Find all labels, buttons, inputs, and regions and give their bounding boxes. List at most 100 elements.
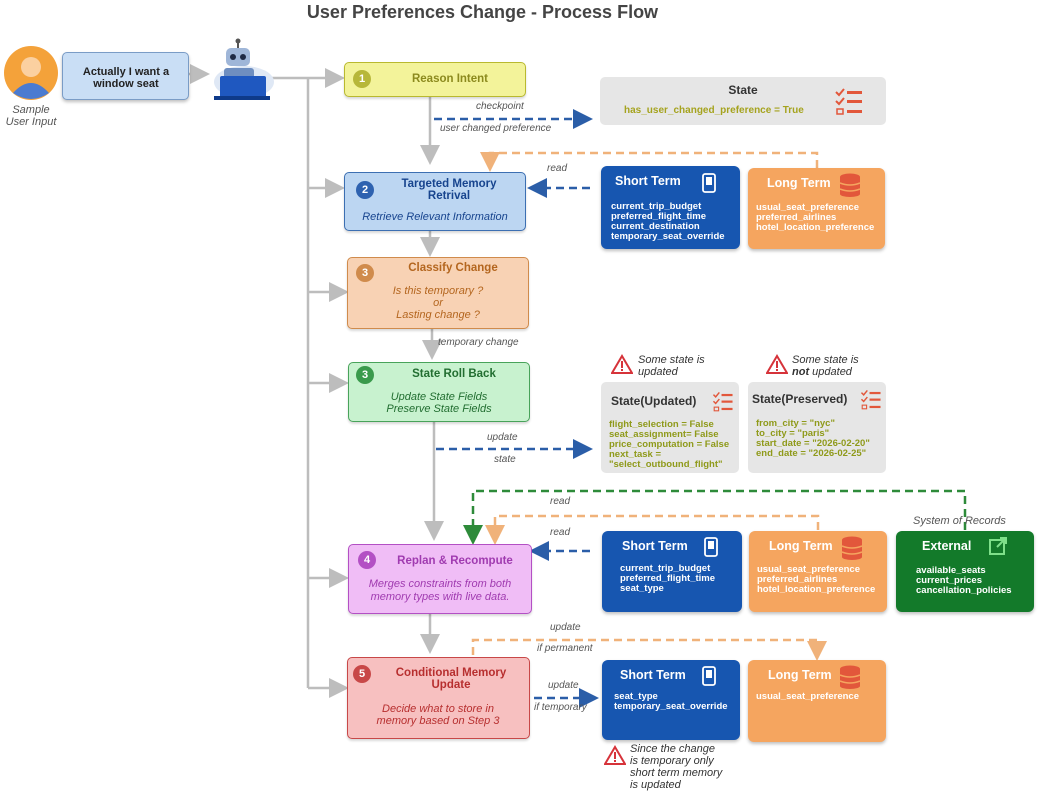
warning-line-rest: updated bbox=[809, 366, 852, 378]
short-term-memory-1: Short Term current_trip_budget preferred… bbox=[601, 166, 740, 249]
state-preserved-box: State(Preserved) from_city = "nyc" to_ci… bbox=[748, 382, 886, 473]
external-items: available_seats current_prices cancellat… bbox=[916, 566, 1012, 596]
if-temporary-label: if temporary bbox=[534, 702, 587, 713]
short-term-items: current_trip_budget preferred_flight_tim… bbox=[620, 564, 715, 594]
long-term-read-arrow-2 bbox=[485, 514, 820, 545]
step-title: Classify Change bbox=[408, 262, 498, 274]
user-speech-text: Actually I want a window seat bbox=[82, 66, 170, 90]
phone-icon bbox=[702, 173, 716, 193]
state-updated-title: State(Updated) bbox=[611, 394, 697, 408]
memory-item: hotel_location_preference bbox=[756, 222, 875, 233]
short-term-title: Short Term bbox=[615, 174, 681, 188]
step-number: 2 bbox=[356, 181, 374, 199]
update-permanent-arrow bbox=[471, 638, 827, 661]
temporary-change-label: temporary change bbox=[438, 337, 519, 348]
long-term-memory-3: Long Term usual_seat_preference bbox=[748, 660, 886, 742]
warning-not: not bbox=[792, 366, 810, 378]
state-item: end_date = "2026-02-25" bbox=[756, 448, 867, 459]
step-state-roll-back: 3 State Roll Back Update State Fields Pr… bbox=[348, 362, 530, 422]
step-title: State Roll Back bbox=[412, 368, 496, 380]
external-read-arrow bbox=[463, 489, 967, 545]
step-number: 3 bbox=[356, 264, 374, 282]
warning-line: Since the change bbox=[630, 743, 716, 755]
long-term-title: Long Term bbox=[769, 539, 833, 553]
warning-not-updated: Some state is not updated bbox=[792, 354, 859, 378]
state-updated-box: State(Updated) flight_selection = False … bbox=[601, 382, 739, 473]
database-icon bbox=[839, 173, 861, 197]
read-label-orange: read bbox=[550, 527, 571, 538]
warning-line: Some state is bbox=[638, 354, 705, 366]
checklist-icon bbox=[835, 88, 862, 115]
external-link-icon bbox=[989, 537, 1007, 555]
long-term-memory-2: Long Term usual_seat_preference preferre… bbox=[749, 531, 887, 612]
memory-item: seat_type bbox=[620, 583, 664, 594]
step-subtitle-2: Lasting change ? bbox=[396, 309, 480, 321]
short-term-items: current_trip_budget preferred_flight_tim… bbox=[611, 202, 725, 242]
checklist-icon bbox=[712, 391, 733, 412]
step-subtitle-2: Preserve State Fields bbox=[386, 403, 492, 415]
memory-item: current_prices bbox=[916, 575, 983, 586]
memory-item: seat_type bbox=[614, 691, 658, 702]
memory-item: preferred_flight_time bbox=[611, 211, 707, 222]
step-subtitle: Is this temporary ? bbox=[392, 285, 484, 297]
warning-icon bbox=[766, 354, 788, 374]
memory-item: temporary_seat_override bbox=[614, 701, 728, 712]
step-title: Conditional Memory Update bbox=[395, 667, 507, 691]
system-of-records-label: System of Records bbox=[913, 515, 1006, 527]
step-replan-recompute: 4 Replan & Recompute Merges constraints … bbox=[348, 544, 532, 614]
long-term-memory-1: Long Term usual_seat_preference preferre… bbox=[748, 168, 885, 249]
memory-item: current_destination bbox=[611, 221, 700, 232]
memory-item: preferred_airlines bbox=[756, 212, 837, 223]
short-term-title: Short Term bbox=[622, 539, 688, 553]
external-system: External available_seats current_prices … bbox=[896, 531, 1034, 612]
memory-item: temporary_seat_override bbox=[611, 231, 725, 242]
memory-item: usual_seat_preference bbox=[757, 564, 860, 575]
state-preserved-items: from_city = "nyc" to_city = "paris" star… bbox=[756, 419, 870, 459]
step-targeted-memory: 2 Targeted Memory Retrival Retrieve Rele… bbox=[344, 172, 526, 231]
warning-line: is updated bbox=[630, 779, 681, 791]
step-subtitle-or: or bbox=[433, 297, 443, 309]
checklist-icon bbox=[860, 389, 881, 410]
state-item: price_computation = False bbox=[609, 439, 730, 450]
update-label: update bbox=[487, 432, 518, 443]
agent-robot bbox=[208, 38, 276, 102]
memory-item: preferred_airlines bbox=[757, 574, 838, 585]
page-title: User Preferences Change - Process Flow bbox=[306, 2, 659, 22]
external-title: External bbox=[922, 539, 972, 553]
phone-icon bbox=[702, 666, 716, 686]
long-term-items: usual_seat_preference preferred_airlines… bbox=[757, 565, 875, 595]
state-checkpoint-box: State has_user_changed_preference = True bbox=[600, 77, 886, 125]
memory-item: usual_seat_preference bbox=[756, 202, 859, 213]
person-icon bbox=[4, 46, 58, 100]
warning-temporary-only: Since the change is temporary only short… bbox=[630, 743, 722, 791]
if-permanent-label: if permanent bbox=[537, 643, 593, 654]
step-number: 5 bbox=[353, 665, 371, 683]
step-subtitle: Decide what to store in memory based on … bbox=[376, 703, 500, 727]
database-icon bbox=[841, 536, 863, 560]
robot-icon bbox=[214, 38, 274, 100]
state-title: State bbox=[728, 83, 758, 97]
step-title: Replan & Recompute bbox=[397, 555, 513, 567]
step-number: 3 bbox=[356, 366, 374, 384]
database-icon bbox=[839, 665, 861, 689]
short-term-title: Short Term bbox=[620, 668, 686, 682]
memory-item: usual_seat_preference bbox=[756, 691, 859, 702]
warning-line: updated bbox=[638, 366, 678, 378]
state-updated-items: flight_selection = False seat_assignment… bbox=[609, 420, 729, 470]
step-subtitle: Update State Fields bbox=[390, 391, 488, 403]
step-number: 4 bbox=[358, 551, 376, 569]
update-permanent-label: update bbox=[550, 622, 581, 633]
phone-icon bbox=[704, 537, 718, 557]
short-term-memory-2: Short Term current_trip_budget preferred… bbox=[602, 531, 742, 612]
long-term-read-arrow-1 bbox=[480, 151, 819, 172]
long-term-title: Long Term bbox=[767, 176, 831, 190]
state-item: flight_selection = False bbox=[609, 419, 714, 430]
state-item: from_city = "nyc" bbox=[756, 418, 835, 429]
read-label-green: read bbox=[550, 496, 571, 507]
short-term-memory-3: Short Term seat_type temporary_seat_over… bbox=[602, 660, 740, 740]
step-subtitle: Retrieve Relevant Information bbox=[362, 211, 508, 223]
step-conditional-update: 5 Conditional Memory Update Decide what … bbox=[347, 657, 530, 739]
state-preserved-title: State(Preserved) bbox=[752, 392, 848, 406]
update-temporary-label: update bbox=[548, 680, 579, 691]
user-avatar bbox=[3, 45, 59, 101]
